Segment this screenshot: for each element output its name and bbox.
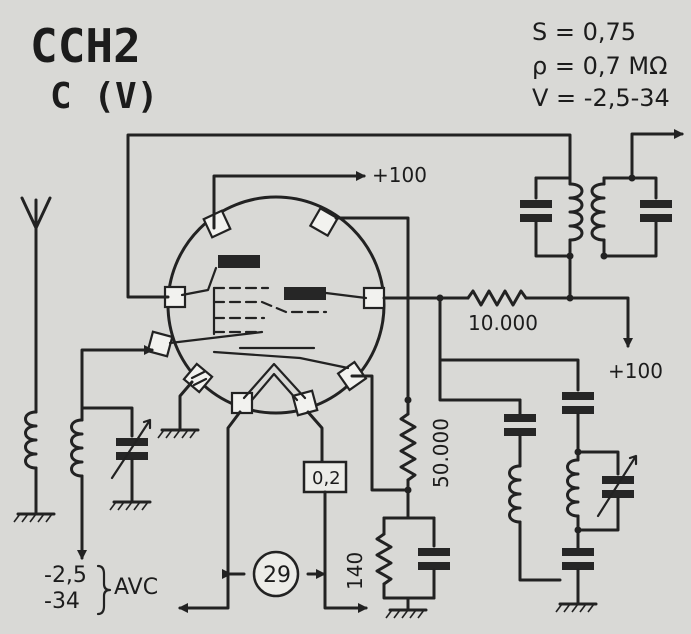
spec-slope: S = 0,75 xyxy=(532,18,636,46)
antenna-symbol xyxy=(20,196,52,402)
reference-circle xyxy=(252,550,300,598)
heater-resistor-box xyxy=(302,460,348,494)
avc-label: -2,5 -34 AVC xyxy=(44,563,158,616)
tube-specs: S = 0,75 ρ = 0,7 MΩ V = -2,5-34 xyxy=(532,18,670,112)
grid-feed xyxy=(80,345,154,410)
input-tuning-capacitor xyxy=(80,406,152,511)
svg-text:29: 29 xyxy=(263,563,291,588)
svg-text:-2,5: -2,5 xyxy=(44,563,87,588)
if-transformer xyxy=(520,129,684,300)
plus100-right: +100 xyxy=(608,359,663,383)
pin-bottom-right xyxy=(291,389,319,417)
plus100-top: +100 xyxy=(372,163,427,187)
oscillator-tank xyxy=(438,296,638,613)
heater-leads: 0,2 29 xyxy=(178,410,368,613)
resistor-10000-label: 10.000 xyxy=(468,311,538,335)
tube-type: C (V) xyxy=(50,76,158,117)
tube-name: CCH2 xyxy=(30,19,141,73)
grid-coil xyxy=(70,406,87,560)
svg-text:-34: -34 xyxy=(44,589,80,614)
pin-grid-cap xyxy=(146,330,174,358)
spec-voltages: V = -2,5-34 xyxy=(532,84,670,112)
pin-top-left xyxy=(202,209,232,239)
svg-text:0,2: 0,2 xyxy=(312,468,341,489)
feedback-loop xyxy=(126,133,572,299)
svg-text:AVC: AVC xyxy=(114,575,158,600)
spec-resistance: ρ = 0,7 MΩ xyxy=(532,52,667,80)
pin-top-right xyxy=(308,206,340,238)
grid-leak-resistor: 50.000 xyxy=(334,216,453,520)
antenna-coil xyxy=(13,398,56,523)
screen-feed-top: +100 xyxy=(212,163,427,230)
pin-bottom-left xyxy=(230,391,254,415)
plate-resistor: 10.000 +100 xyxy=(382,289,663,383)
tube-title: CCH2 C (V) xyxy=(30,19,158,117)
resistor-140-label: 140 xyxy=(343,552,367,590)
tube-ground xyxy=(157,380,200,439)
cathode-network: 140 xyxy=(343,516,450,619)
tube-electrodes xyxy=(168,255,368,402)
resistor-50000-label: 50.000 xyxy=(429,418,453,488)
